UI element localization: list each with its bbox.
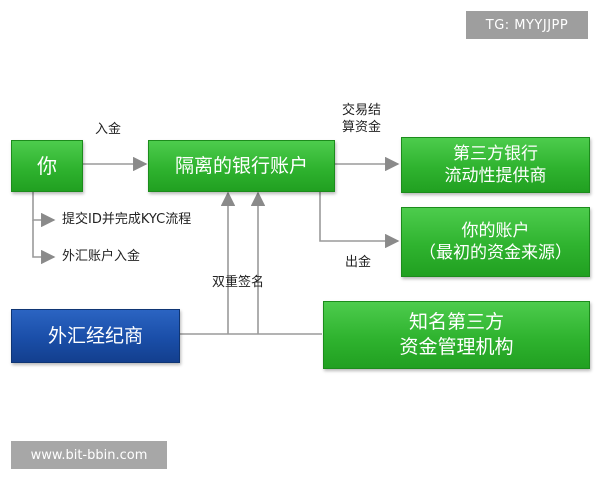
label-withdraw: 出金 (345, 255, 372, 270)
node-fund-manager-line2: 资金管理机构 (399, 336, 514, 358)
node-your-account-line1: 你的账户 (461, 220, 530, 241)
node-third-party-bank-line1: 第三方银行 (453, 143, 538, 164)
arrow-isolated-to-your-account (319, 190, 400, 249)
node-isolated-bank-account: 隔离的银行账户 (148, 140, 335, 192)
label-deposit: 入金 (95, 122, 122, 137)
label-dual-signature: 双重签名 (212, 275, 265, 290)
label-settlement-line2: 算资金 (342, 119, 382, 135)
node-forex-broker: 外汇经纪商 (11, 309, 180, 363)
node-you-label: 你 (37, 154, 57, 178)
node-third-party-bank: 第三方银行 流动性提供商 (401, 137, 590, 193)
label-forex-deposit: 外汇账户入金 (62, 249, 141, 264)
node-your-account-line2: （最初的资金来源） (419, 243, 572, 263)
watermark-site: www.bit-bbin.com (11, 441, 167, 469)
node-you: 你 (11, 140, 83, 192)
label-submit-kyc: 提交ID并完成KYC流程 (62, 212, 192, 227)
node-forex-broker-label: 外汇经纪商 (47, 324, 143, 347)
arrow-you-forex-deposit (32, 220, 56, 265)
node-third-party-fund-manager: 知名第三方 资金管理机构 (323, 301, 590, 369)
node-your-account: 你的账户 （最初的资金来源） (401, 207, 590, 277)
node-isolated-bank-account-label: 隔离的银行账户 (174, 154, 308, 177)
arrow-you-kyc (32, 190, 56, 228)
node-third-party-bank-line2: 流动性提供商 (444, 166, 547, 186)
label-settlement-line1: 交易结 (342, 103, 382, 118)
label-settlement: 交易结 算资金 (342, 103, 381, 137)
node-fund-manager-line1: 知名第三方 (408, 311, 504, 334)
watermark-tag: TG: MYYJJPP (466, 11, 588, 39)
